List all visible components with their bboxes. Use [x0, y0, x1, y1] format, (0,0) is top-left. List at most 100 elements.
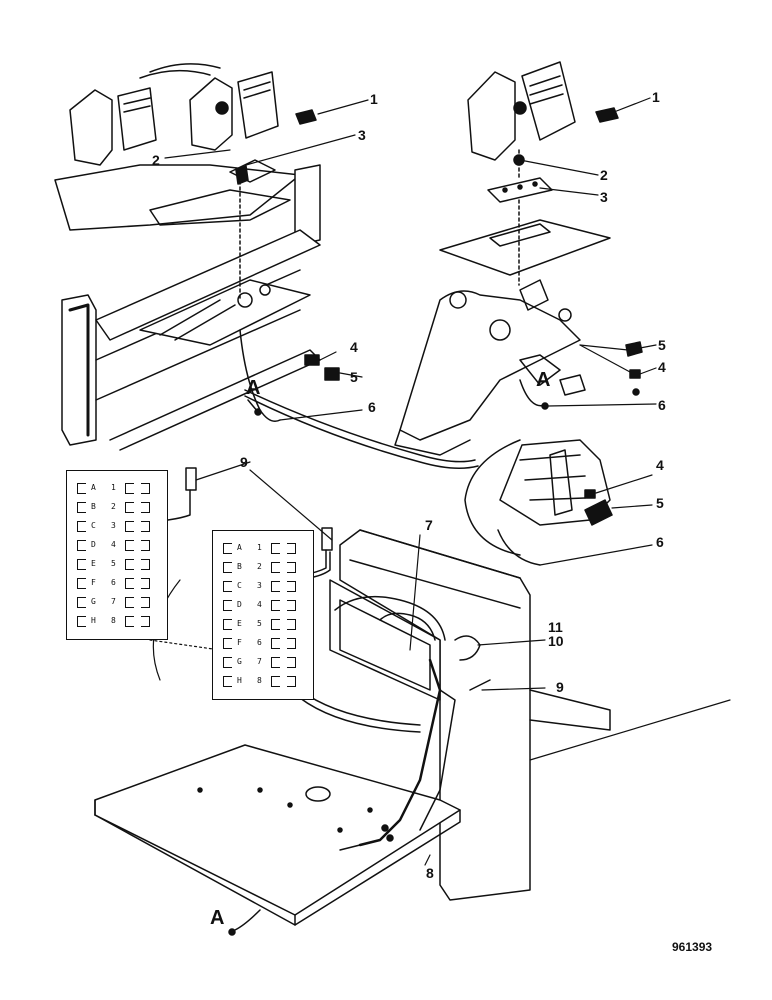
terminal-bracket-icon	[271, 581, 280, 592]
terminal-bracket-icon	[77, 559, 86, 570]
terminal-letter: F	[91, 578, 96, 587]
terminal-bracket-icon	[287, 562, 296, 573]
callout-9-lower: 9	[556, 679, 564, 695]
callout-9-top: 9	[240, 454, 248, 470]
terminal-bracket-icon	[77, 483, 86, 494]
terminal-number: 2	[257, 562, 262, 571]
terminal-bracket-icon	[287, 676, 296, 687]
terminal-bracket-icon	[287, 600, 296, 611]
terminal-bracket-icon	[125, 616, 134, 627]
terminal-bracket-icon	[271, 676, 280, 687]
callout-6-left: 6	[368, 399, 376, 415]
callout-11: 11	[548, 619, 563, 635]
callout-1-right: 1	[652, 89, 660, 105]
terminal-letter: A	[91, 483, 96, 492]
left-pedal-assembly	[54, 63, 369, 451]
terminal-bracket-icon	[141, 616, 150, 627]
terminal-number: 7	[111, 597, 116, 606]
terminal-number: 4	[111, 540, 116, 549]
terminal-letter: G	[237, 657, 242, 666]
terminal-bracket-icon	[77, 540, 86, 551]
right-pedal-assembly	[394, 61, 657, 456]
terminal-letter: E	[91, 559, 96, 568]
terminal-letter: B	[91, 502, 96, 511]
terminal-number: 1	[111, 483, 116, 492]
view-marker-a-left: A	[246, 377, 261, 399]
terminal-bracket-icon	[141, 540, 150, 551]
terminal-bracket-icon	[125, 540, 134, 551]
terminal-bracket-icon	[223, 638, 232, 649]
terminal-bracket-icon	[287, 581, 296, 592]
terminal-number: 3	[111, 521, 116, 530]
terminal-bracket-icon	[125, 502, 134, 513]
terminal-letter: H	[91, 616, 96, 625]
lower-console-assembly	[94, 529, 731, 936]
terminal-bracket-icon	[223, 619, 232, 630]
terminal-bracket-icon	[77, 502, 86, 513]
callout-4-right: 4	[658, 359, 666, 375]
terminal-number: 7	[257, 657, 262, 666]
terminal-letter: D	[91, 540, 96, 549]
terminal-bracket-icon	[223, 543, 232, 554]
terminal-bracket-icon	[223, 581, 232, 592]
terminal-letter: C	[237, 581, 242, 590]
terminal-bracket-icon	[141, 502, 150, 513]
terminal-bracket-icon	[125, 483, 134, 494]
terminal-bracket-icon	[223, 676, 232, 687]
callout-3-right: 3	[600, 189, 608, 205]
view-marker-a-bottom: A	[210, 907, 225, 929]
terminal-number: 3	[257, 581, 262, 590]
callout-6-right: 6	[658, 397, 666, 413]
callout-4-detail: 4	[656, 457, 664, 473]
terminal-bracket-icon	[141, 559, 150, 570]
switch-detail-view	[464, 439, 653, 566]
terminal-letter: C	[91, 521, 96, 530]
terminal-bracket-icon	[141, 521, 150, 532]
terminal-letter: G	[91, 597, 96, 606]
terminal-number: 8	[257, 676, 262, 685]
terminal-bracket-icon	[125, 578, 134, 589]
terminal-bracket-icon	[125, 521, 134, 532]
callout-2-right: 2	[600, 167, 608, 183]
terminal-number: 5	[111, 559, 116, 568]
terminal-letter: F	[237, 638, 242, 647]
callout-3-left: 3	[358, 127, 366, 143]
terminal-bracket-icon	[125, 559, 134, 570]
terminal-bracket-icon	[271, 562, 280, 573]
callout-10: 10	[548, 633, 564, 649]
terminal-bracket-icon	[141, 578, 150, 589]
terminal-number: 2	[111, 502, 116, 511]
terminal-bracket-icon	[271, 638, 280, 649]
terminal-bracket-icon	[271, 657, 280, 668]
harness-routing-lines	[244, 389, 479, 469]
terminal-bracket-icon	[271, 619, 280, 630]
terminal-bracket-icon	[287, 638, 296, 649]
terminal-connectors	[167, 461, 333, 579]
callout-5-right: 5	[658, 337, 666, 353]
terminal-letter: H	[237, 676, 242, 685]
callout-4-left: 4	[350, 339, 358, 355]
terminal-bracket-icon	[223, 600, 232, 611]
terminal-bracket-icon	[271, 600, 280, 611]
terminal-bracket-icon	[77, 616, 86, 627]
drawing-number: 961393	[672, 940, 713, 954]
terminal-bracket-icon	[223, 562, 232, 573]
terminal-bracket-icon	[287, 543, 296, 554]
